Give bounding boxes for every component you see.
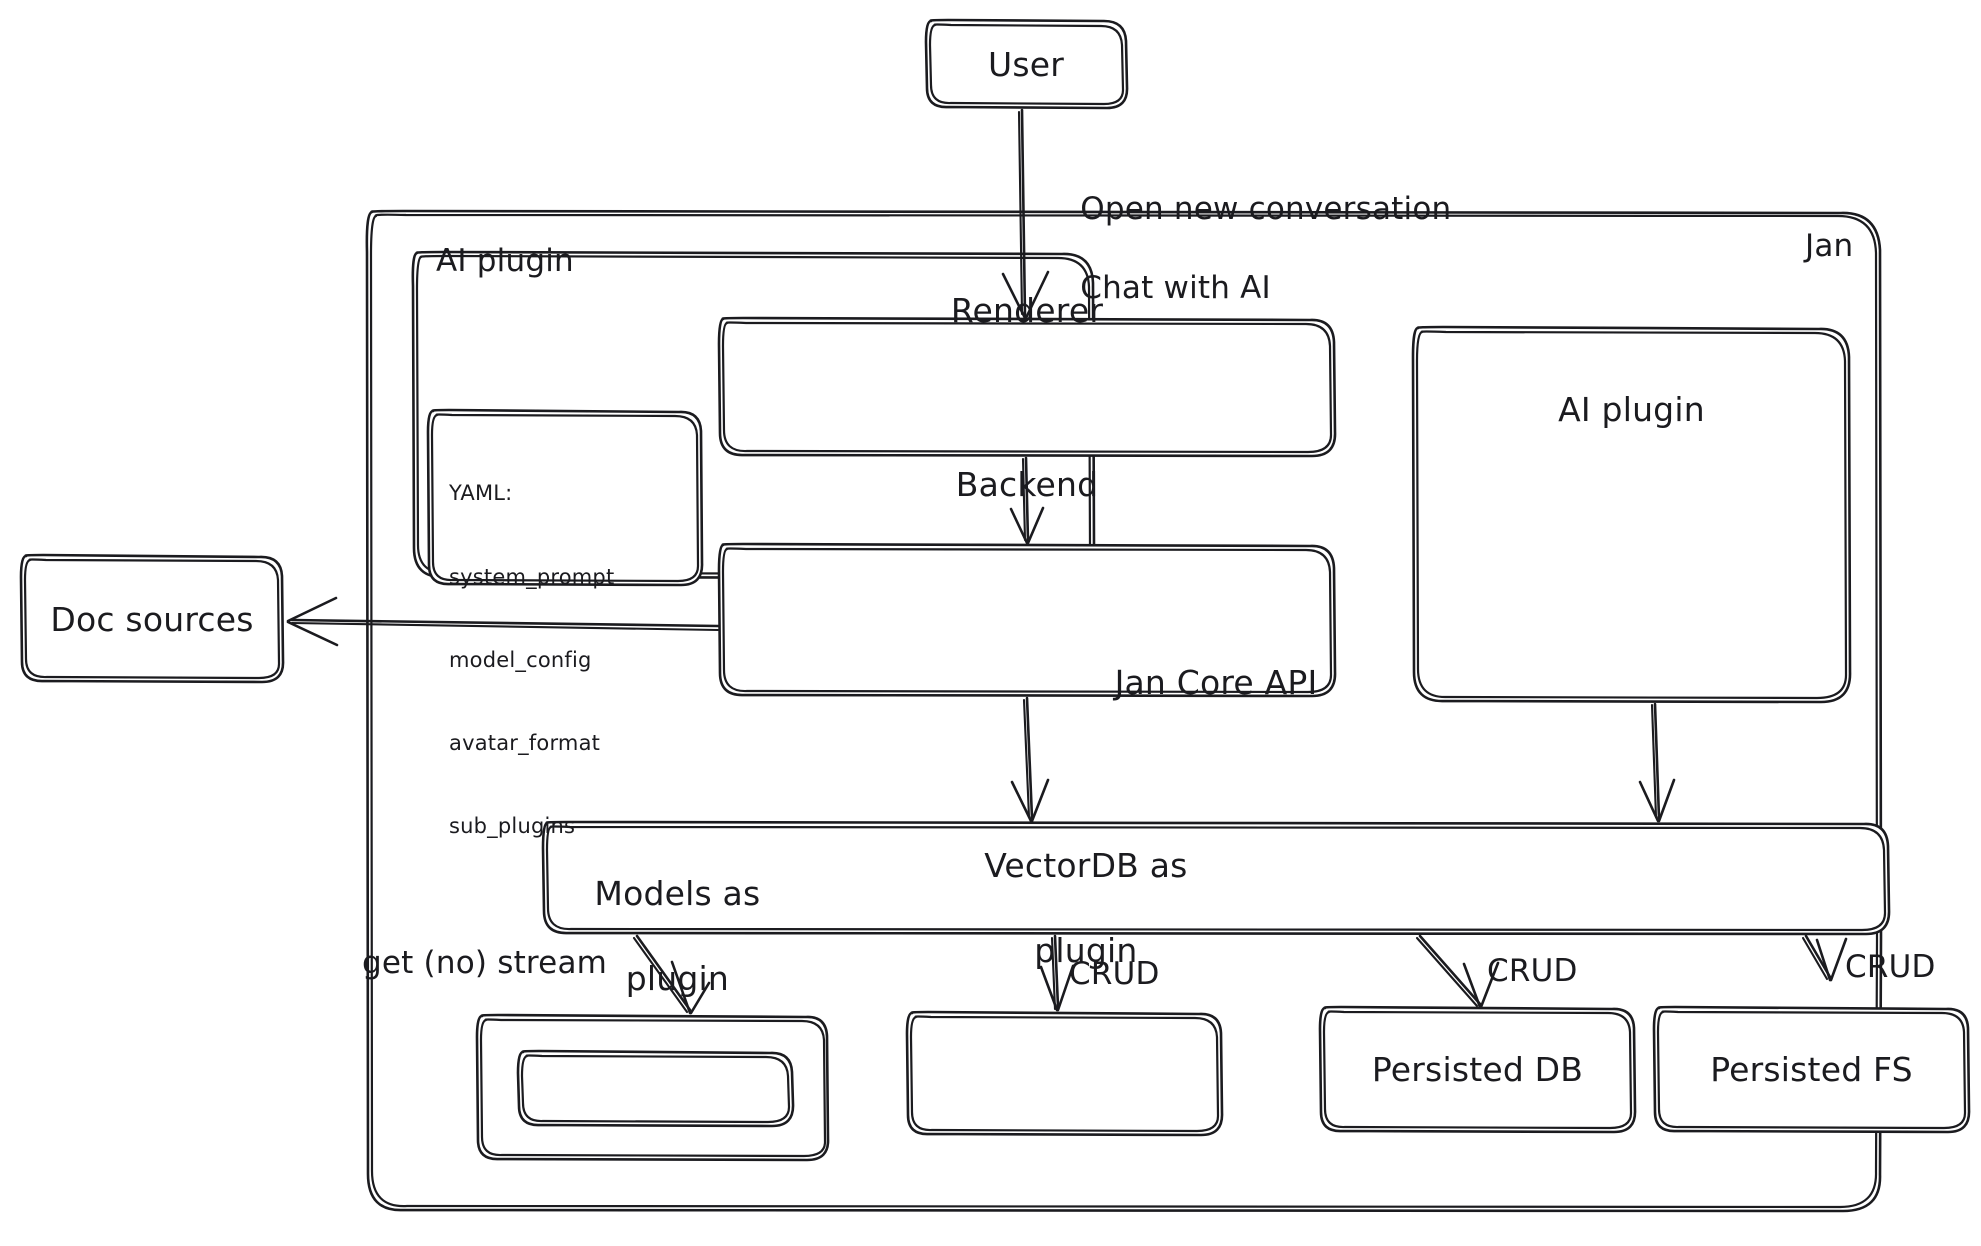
edge-user-to-renderer — [1001, 108, 1050, 320]
edge-backend-to-doc-sources — [286, 596, 720, 647]
node-doc-sources-box — [19, 553, 285, 684]
node-persisted-db-box — [1318, 1005, 1637, 1134]
node-renderer-box — [717, 316, 1337, 458]
edge-jan-core-api-to-persisted-fs — [1801, 934, 1848, 982]
node-models-as-plugin-box — [475, 1013, 830, 1162]
node-yaml-card-box — [426, 408, 704, 587]
edge-jan-core-api-to-persisted-db — [1415, 934, 1500, 1009]
node-vectordb-as-plugin-box — [905, 1010, 1224, 1137]
edge-backend-to-jan-core-api — [1010, 696, 1050, 823]
edge-jan-core-api-to-models — [632, 934, 711, 1015]
node-backend-box — [717, 542, 1337, 698]
edge-jan-core-api-to-vectordb — [1039, 934, 1075, 1012]
node-user-box — [924, 18, 1129, 110]
node-persisted-fs-box — [1652, 1005, 1971, 1134]
node-ai-plugin-right-box — [1411, 325, 1852, 704]
node-jan-core-api-box — [541, 820, 1891, 936]
edge-renderer-to-backend — [1009, 456, 1045, 545]
edge-ai-plugin-to-jan-core-api — [1638, 702, 1676, 823]
